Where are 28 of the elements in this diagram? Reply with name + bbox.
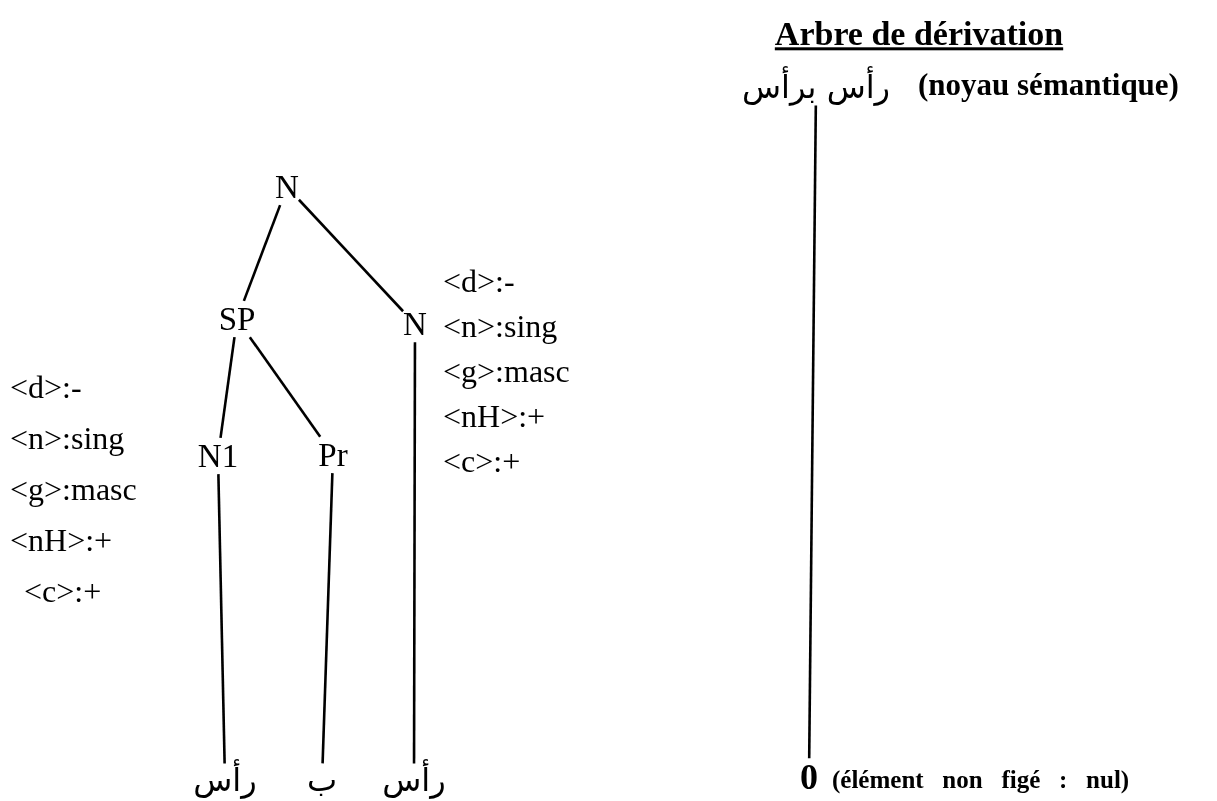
- tree-branch: [321, 473, 334, 764]
- title: Arbre de dérivation: [774, 15, 1064, 53]
- feature-label: <nH>:+: [10, 523, 113, 559]
- feature-label: (noyau sémantique): [918, 67, 1179, 103]
- tree-branch: [297, 198, 405, 313]
- tree-branch: [219, 336, 236, 439]
- feature-label: <d>:-: [10, 370, 82, 406]
- tree-label: N: [403, 305, 427, 343]
- feature-label: <n>:sing: [443, 309, 558, 345]
- feature-label: <g>:masc: [10, 472, 137, 508]
- feature-label: (élément non figé : nul): [832, 766, 1130, 794]
- tree-branch: [412, 342, 417, 764]
- tree-branch: [242, 204, 282, 302]
- feature-label: <nH>:+: [443, 399, 546, 435]
- tree-label: SP: [218, 300, 256, 338]
- tree-label: 0: [800, 758, 818, 798]
- feature-label: <c>:+: [24, 574, 102, 610]
- tree-label: ب: [306, 763, 338, 799]
- tree-branch: [217, 474, 226, 764]
- feature-label: <d>:-: [443, 264, 515, 300]
- tree-branch: [807, 105, 818, 759]
- feature-label: <n>:sing: [10, 421, 125, 457]
- feature-label: <g>:masc: [443, 354, 570, 390]
- tree-label: N1: [197, 437, 239, 475]
- tree-branch: [248, 336, 322, 438]
- feature-label: <c>:+: [443, 444, 521, 480]
- tree-label: N: [275, 168, 299, 206]
- tree-label: Pr: [318, 436, 348, 474]
